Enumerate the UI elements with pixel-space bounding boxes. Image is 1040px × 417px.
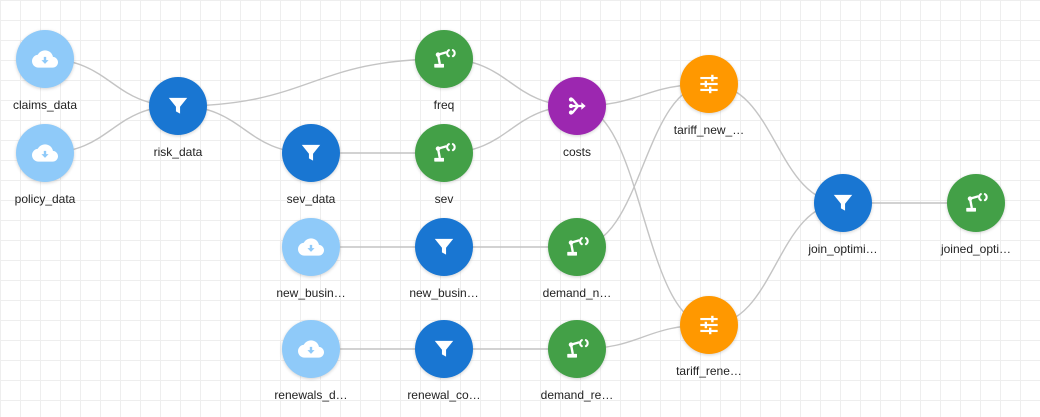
node-label: freq xyxy=(433,98,455,112)
node-joined-optimiser[interactable]: joined_opti… xyxy=(926,174,1026,260)
node-renewal-filter[interactable]: renewal_co… xyxy=(394,320,494,406)
node-sev[interactable]: sev xyxy=(394,124,494,210)
node-tariff-renewal[interactable]: tariff_rene… xyxy=(659,296,759,382)
node-label: new_busin… xyxy=(276,286,346,300)
node-new-business-filter[interactable]: new_busin… xyxy=(394,218,494,304)
node-label: demand_n… xyxy=(542,286,612,300)
node-new-business-data[interactable]: new_busin… xyxy=(261,218,361,304)
cloud-download-icon xyxy=(16,30,74,88)
node-tariff-new[interactable]: tariff_new_… xyxy=(659,55,759,141)
node-label: claims_data xyxy=(12,98,78,112)
sliders-icon xyxy=(680,296,738,354)
node-label: renewal_co… xyxy=(407,388,481,402)
node-sev-data[interactable]: sev_data xyxy=(261,124,361,210)
cloud-download-icon xyxy=(282,218,340,276)
robot-arm-icon xyxy=(947,174,1005,232)
node-label: new_busin… xyxy=(409,286,479,300)
robot-arm-icon xyxy=(415,124,473,182)
filter-icon xyxy=(415,218,473,276)
node-label: tariff_rene… xyxy=(676,364,742,378)
cloud-download-icon xyxy=(282,320,340,378)
filter-icon xyxy=(415,320,473,378)
node-claims-data[interactable]: claims_data xyxy=(0,30,95,116)
node-demand-renewal[interactable]: demand_re… xyxy=(527,320,627,406)
robot-arm-icon xyxy=(415,30,473,88)
robot-arm-icon xyxy=(548,320,606,378)
node-renewals-data[interactable]: renewals_d… xyxy=(261,320,361,406)
node-label: risk_data xyxy=(153,145,203,159)
node-label: policy_data xyxy=(14,192,76,206)
node-join-optimiser[interactable]: join_optimi… xyxy=(793,174,893,260)
edge-risk_data-to-freq xyxy=(177,58,445,107)
cloud-download-icon xyxy=(16,124,74,182)
node-label: renewals_d… xyxy=(274,388,348,402)
node-costs[interactable]: costs xyxy=(527,77,627,163)
node-label: join_optimi… xyxy=(808,242,878,256)
filter-icon xyxy=(814,174,872,232)
node-label: costs xyxy=(562,145,591,159)
node-label: joined_opti… xyxy=(940,242,1012,256)
robot-arm-icon xyxy=(548,218,606,276)
node-freq[interactable]: freq xyxy=(394,30,494,116)
merge-icon xyxy=(548,77,606,135)
node-policy-data[interactable]: policy_data xyxy=(0,124,95,210)
sliders-icon xyxy=(680,55,738,113)
node-risk-data[interactable]: risk_data xyxy=(128,77,228,163)
node-label: sev xyxy=(434,192,454,206)
node-label: demand_re… xyxy=(540,388,614,402)
node-demand-new[interactable]: demand_n… xyxy=(527,218,627,304)
filter-icon xyxy=(282,124,340,182)
filter-icon xyxy=(149,77,207,135)
node-label: tariff_new_… xyxy=(673,123,745,137)
node-label: sev_data xyxy=(286,192,336,206)
